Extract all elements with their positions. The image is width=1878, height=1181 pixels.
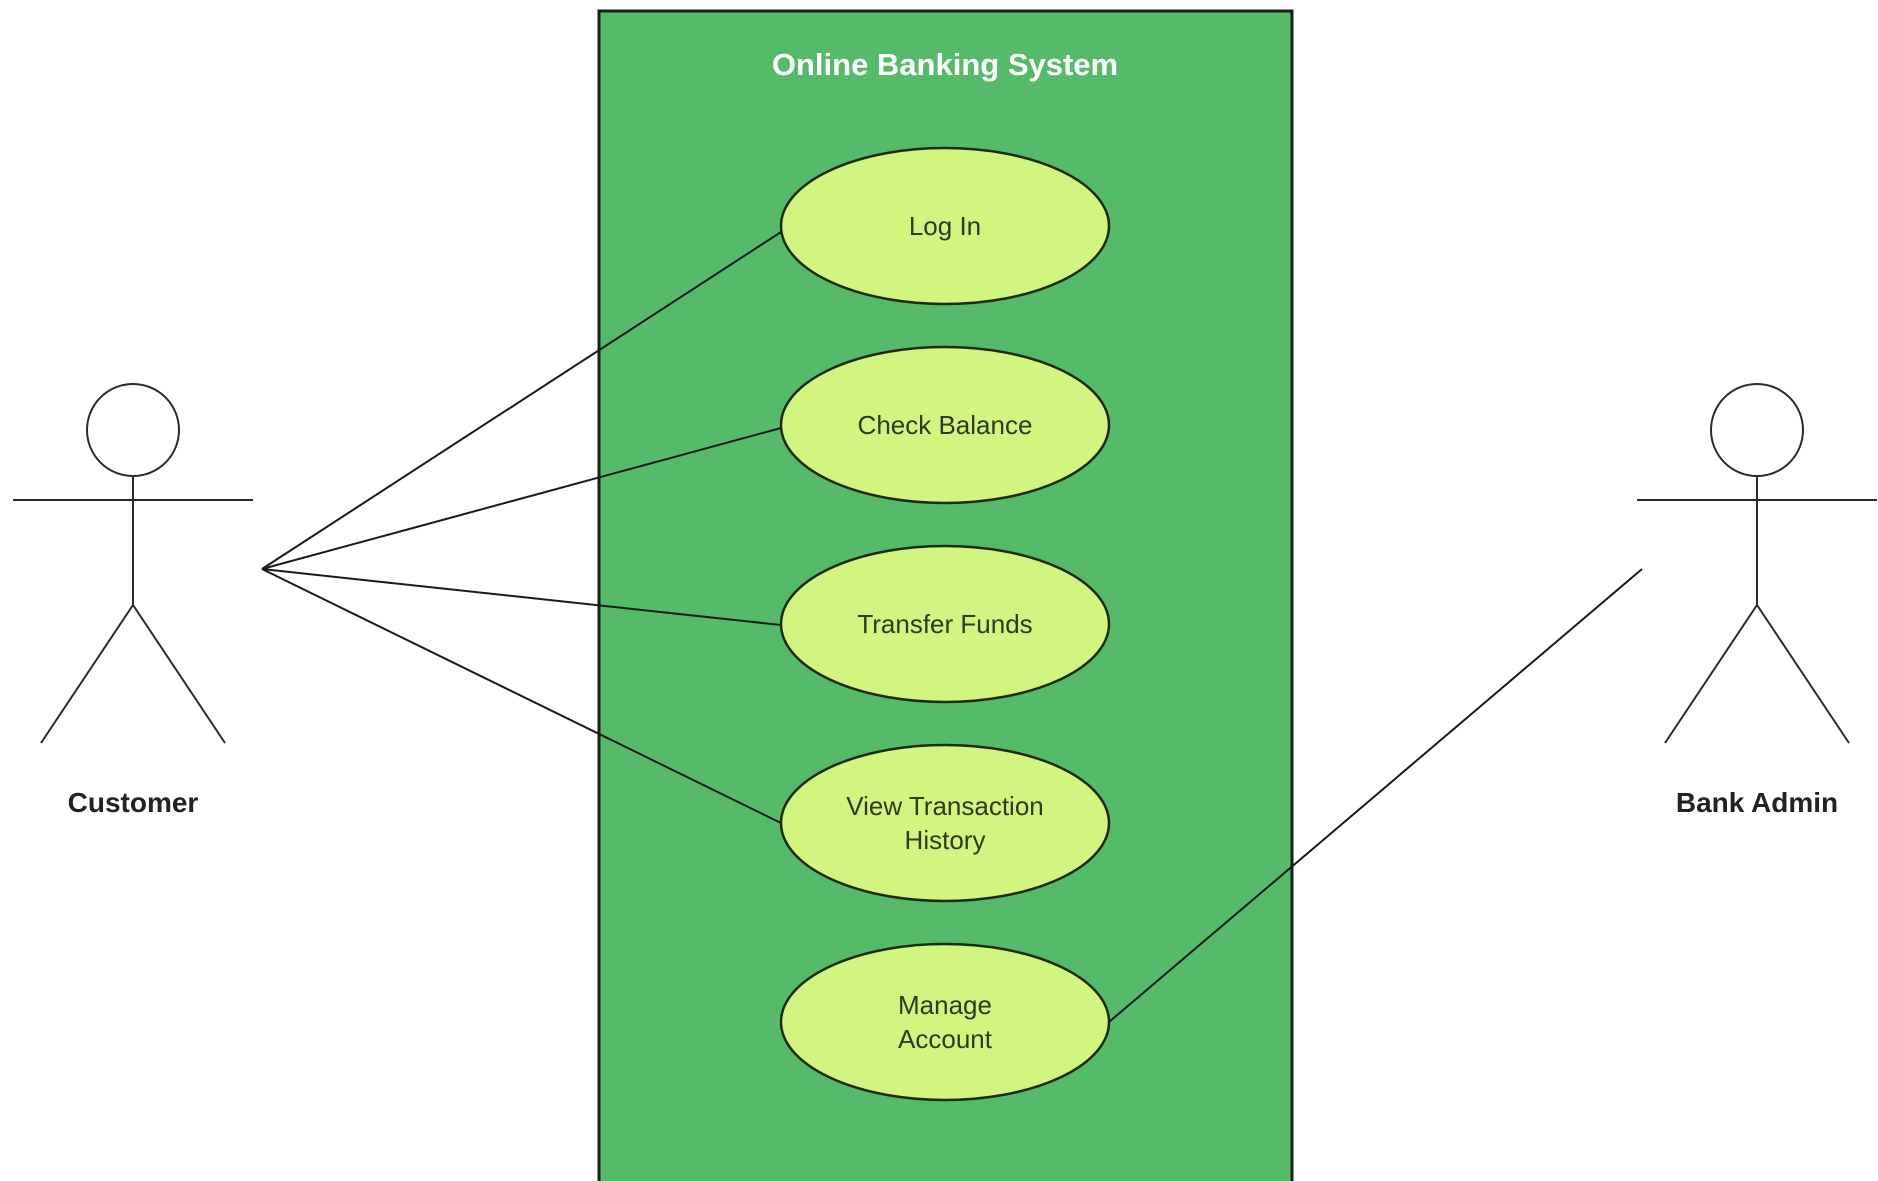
actor-head-icon (86, 383, 180, 477)
use-case-label: View Transaction (846, 791, 1044, 821)
association-customer-check-balance (261, 427, 782, 570)
use-case-ellipse (779, 345, 1111, 505)
use-case-check-balance: Check Balance (779, 345, 1111, 505)
association-customer-view-transaction-history (261, 568, 782, 824)
association-customer-transfer-funds (261, 568, 782, 626)
actor-right-leg (1756, 604, 1850, 744)
use-case-label: Transfer Funds (857, 609, 1032, 639)
actor-left-leg (40, 604, 134, 744)
system-title: Online Banking System (772, 47, 1118, 82)
use-case-ellipse (779, 942, 1111, 1102)
use-case-ellipse (779, 743, 1111, 903)
association-bank-admin-manage-account (1108, 568, 1643, 1023)
actor-head-icon (1710, 383, 1804, 477)
actor-left-leg (1664, 604, 1758, 744)
use-case-log-in: Log In (779, 146, 1111, 306)
use-case-ellipse (779, 146, 1111, 306)
actor-right-leg (132, 604, 226, 744)
actors: Customer Bank Admin (13, 383, 1877, 818)
association-customer-log-in (261, 231, 782, 570)
use-case-ellipse (779, 544, 1111, 704)
use-case-label: Account (898, 1024, 993, 1054)
association-lines (261, 231, 1643, 1023)
use-case-transfer-funds: Transfer Funds (779, 544, 1111, 704)
actor-bank-admin: Bank Admin (1637, 383, 1877, 818)
actor-customer: Customer (13, 383, 253, 818)
use-case-label: Manage (898, 990, 992, 1020)
use-case-label: History (905, 825, 986, 855)
actor-label: Customer (68, 787, 199, 818)
actor-label: Bank Admin (1676, 787, 1838, 818)
use-case-label: Check Balance (858, 410, 1033, 440)
use-case-label: Log In (909, 211, 981, 241)
